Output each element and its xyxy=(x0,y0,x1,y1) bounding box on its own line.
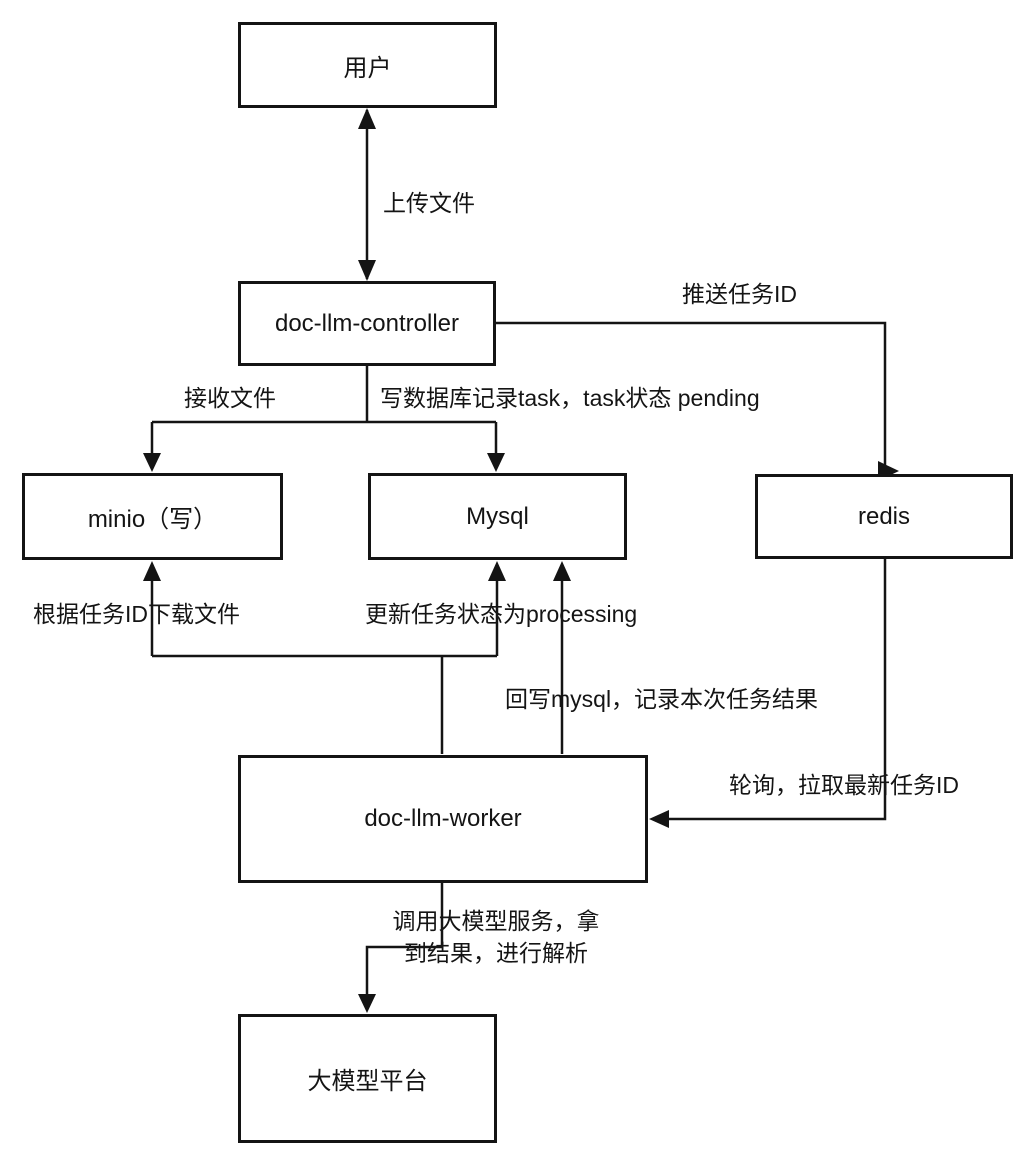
node-llm-platform: 大模型平台 xyxy=(238,1014,497,1143)
node-doc-llm-worker: doc-llm-worker xyxy=(238,755,648,883)
edge-label-update-status-processing: 更新任务状态为processing xyxy=(365,601,638,627)
node-redis-label: redis xyxy=(857,502,911,530)
node-doc-llm-controller-label: doc-llm-controller xyxy=(274,309,460,337)
node-mysql-label: Mysql xyxy=(466,502,529,530)
node-llm-platform-label: 大模型平台 xyxy=(307,1068,428,1095)
node-minio-label: minio（写） xyxy=(87,506,218,533)
node-redis: redis xyxy=(755,474,1013,559)
arrowhead-left-icon xyxy=(649,810,669,828)
arrowhead-up-icon xyxy=(358,108,376,129)
edge-label-upload-file: 上传文件 xyxy=(383,190,475,216)
arrowhead-down-icon xyxy=(143,453,161,472)
edge-label-write-db-pending: 写数据库记录task，task状态 pending xyxy=(380,385,760,411)
edge-label-call-llm-line1: 调用大模型服务，拿 xyxy=(392,908,600,934)
edge-worker-platform xyxy=(358,883,444,1013)
arrowhead-up-icon xyxy=(553,561,571,581)
node-user-label: 用户 xyxy=(343,54,392,82)
node-doc-llm-worker-label: doc-llm-worker xyxy=(364,805,522,832)
arrowhead-up-icon xyxy=(143,561,161,581)
edge-label-push-task-id: 推送任务ID xyxy=(682,281,797,307)
node-minio: minio（写） xyxy=(22,473,283,560)
edge-label-download-by-task-id: 根据任务ID下载文件 xyxy=(33,601,240,627)
arrowhead-down-icon xyxy=(487,453,505,472)
arrowhead-up-icon xyxy=(488,561,506,581)
node-mysql: Mysql xyxy=(368,473,627,560)
edge-worker-mysql-writeback xyxy=(553,561,571,754)
edge-label-receive-file: 接收文件 xyxy=(184,385,276,411)
node-user: 用户 xyxy=(238,22,497,108)
edge-redis-worker xyxy=(649,559,887,828)
edge-label-call-llm-line2: 到结果，进行解析 xyxy=(404,940,588,966)
edge-label-call-llm-service: 调用大模型服务，拿 到结果，进行解析 xyxy=(377,905,615,969)
edge-label-write-back-mysql: 回写mysql，记录本次任务结果 xyxy=(505,686,819,712)
arrowhead-down-icon xyxy=(358,994,376,1013)
node-doc-llm-controller: doc-llm-controller xyxy=(238,281,496,366)
edge-worker-minio-mysql xyxy=(143,561,506,754)
arrowhead-down-icon xyxy=(358,260,376,281)
edge-label-poll-latest-task-id: 轮询，拉取最新任务ID xyxy=(729,772,959,798)
edge-controller-branch xyxy=(143,365,505,472)
edge-user-controller xyxy=(358,108,376,281)
